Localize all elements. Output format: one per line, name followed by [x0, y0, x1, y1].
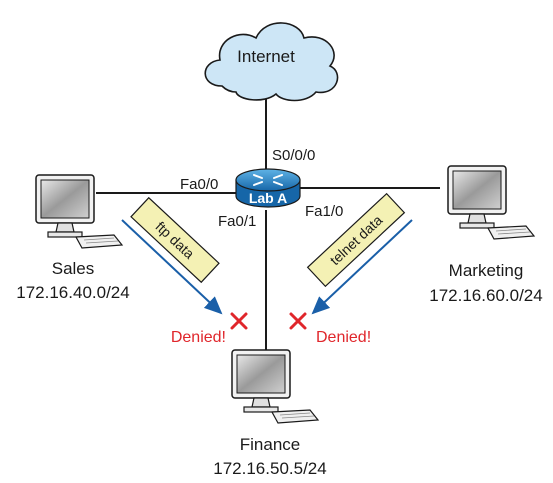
telnet-denied: Denied! [316, 329, 371, 346]
host-sales: Sales 172.16.40.0/24 [16, 174, 130, 302]
telnet-tag [306, 192, 406, 288]
arrow-telnet [311, 219, 413, 315]
denied-x-icon [230, 312, 248, 330]
iface-s000: S0/0/0 [272, 147, 315, 164]
telnet-label: telnet data [327, 212, 386, 268]
iface-fa01: Fa0/1 [218, 213, 256, 230]
cloud-icon [204, 22, 339, 102]
ftp-denied: Denied! [171, 329, 226, 346]
computer-icon [447, 165, 535, 240]
iface-fa10: Fa1/0 [305, 203, 343, 220]
links [96, 98, 440, 350]
denied-x-icon [289, 312, 307, 330]
marketing-name: Marketing [449, 261, 524, 280]
sales-name: Sales [52, 259, 95, 278]
computer-icon [231, 349, 319, 424]
host-finance: Finance 172.16.50.5/24 [213, 349, 327, 478]
marketing-subnet: 172.16.60.0/24 [429, 286, 542, 305]
finance-subnet: 172.16.50.5/24 [213, 459, 326, 478]
flow-ftp: ftp data Denied! [121, 196, 248, 346]
internet-label: Internet [237, 47, 295, 66]
sales-subnet: 172.16.40.0/24 [16, 283, 129, 302]
finance-name: Finance [240, 435, 300, 454]
iface-fa00: Fa0/0 [180, 176, 218, 193]
host-marketing: Marketing 172.16.60.0/24 [429, 165, 543, 305]
computer-icon [35, 174, 123, 249]
ftp-tag [130, 196, 220, 284]
router-label: Lab A [249, 190, 287, 206]
router-lab-a: Lab A [235, 168, 301, 208]
internet-cloud: Internet [204, 22, 339, 102]
arrow-ftp [121, 219, 223, 315]
